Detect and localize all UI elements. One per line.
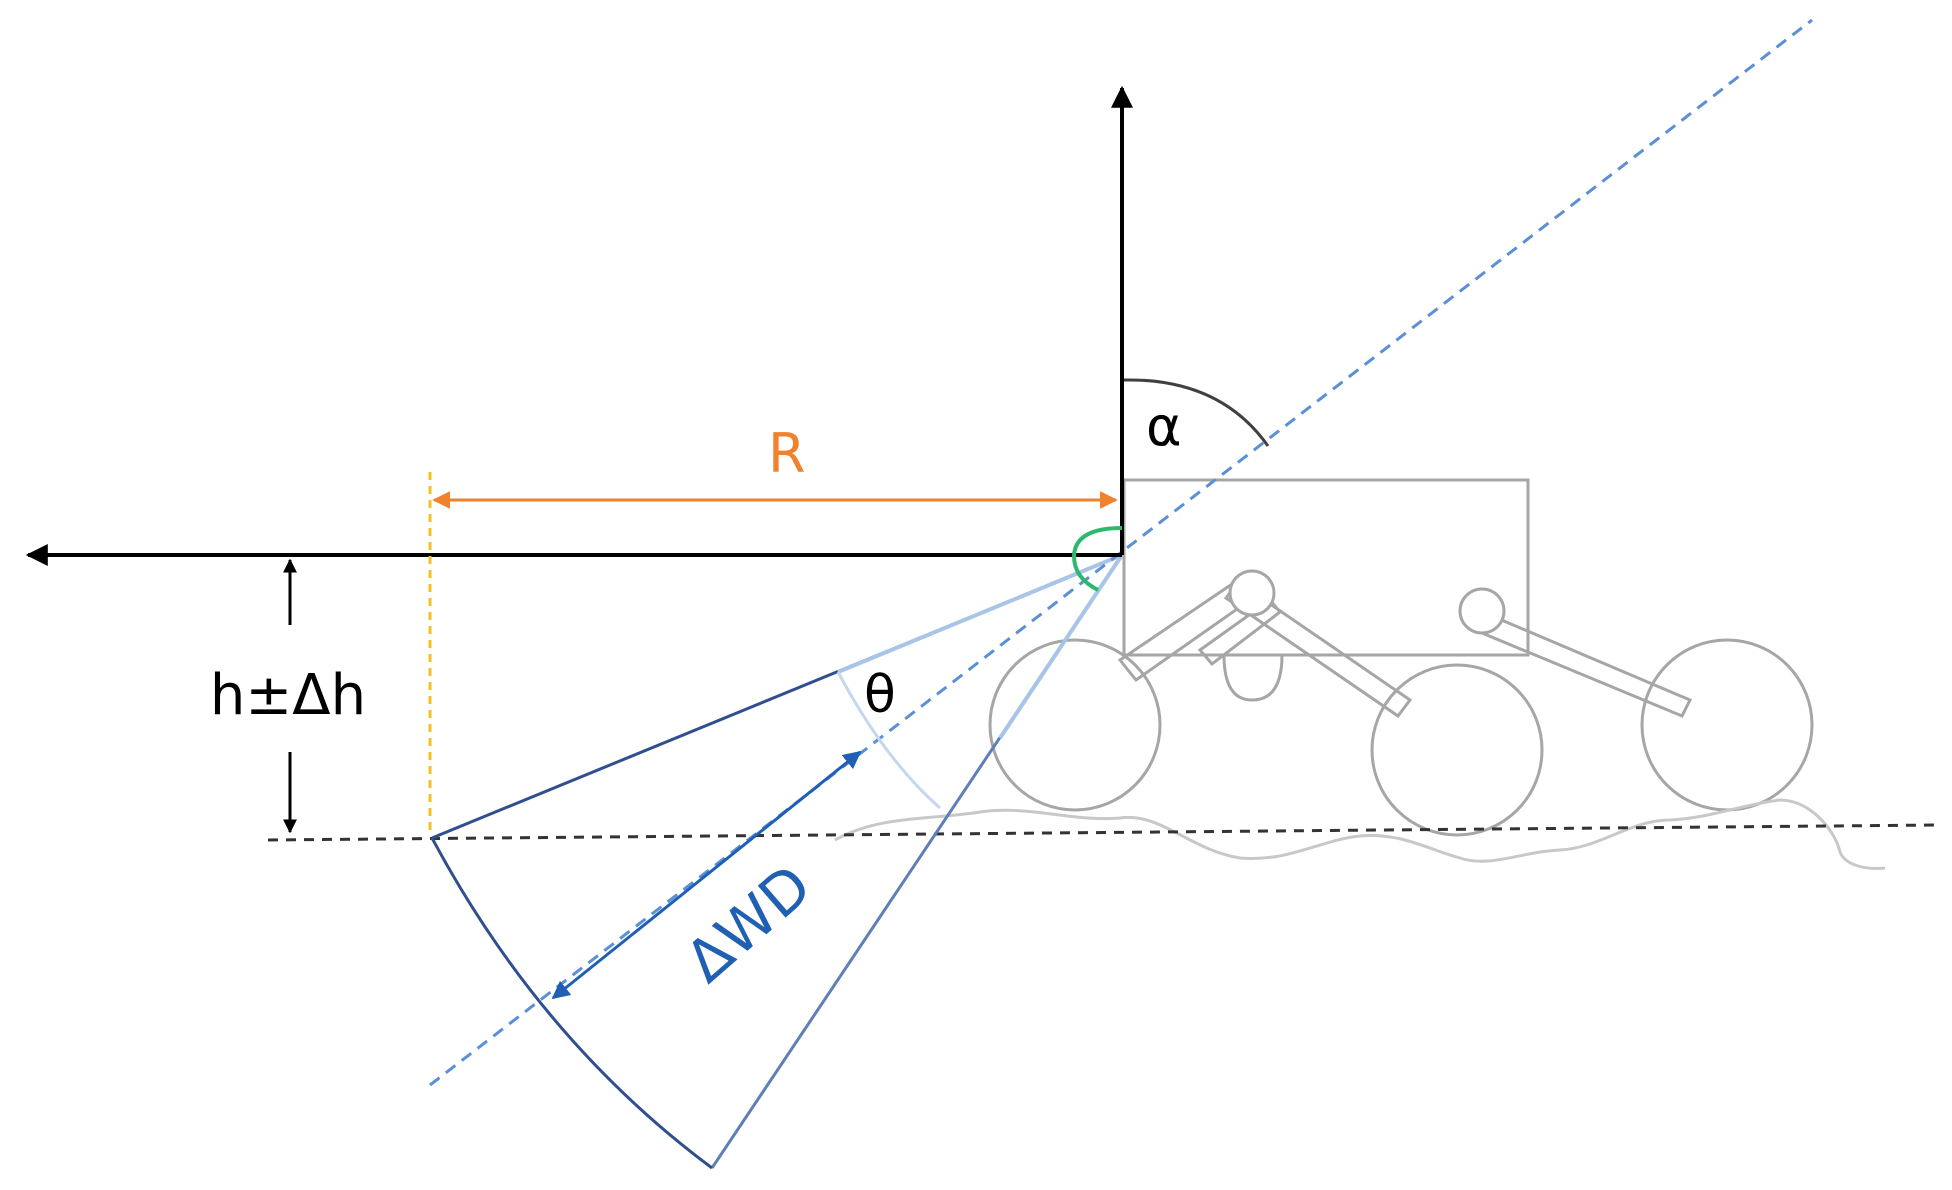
rover-joint-front [1228,569,1276,617]
rover-link-hub [1197,597,1283,667]
label-alpha: α [1146,395,1182,458]
terrain-outline [834,798,1886,870]
label-height: h±Δh [210,663,366,728]
beam-edge-upper-light [837,553,1123,674]
ground-line [267,823,1941,842]
origin-arc [1071,526,1123,592]
rover [988,478,1814,837]
label-theta: θ [864,665,896,725]
beam-arc-far [430,837,713,1170]
delta-wd-arrow [551,750,862,1000]
rover-body [1122,478,1530,657]
beam-edge-lower-light [998,553,1124,740]
label-range: R [768,422,806,485]
rover-dome [1222,654,1284,702]
label-delta-wd: ΔWD [673,851,825,995]
theta-arc [836,671,941,810]
rover-wheel-front [988,638,1162,812]
rover-wheel-middle [1370,663,1544,837]
rover-wheel-rear [1640,638,1814,812]
rover-link-rear [1468,608,1693,718]
rover-joint-rear [1458,587,1506,635]
beam-cone [430,553,1124,1170]
alpha-arc [1123,378,1270,447]
